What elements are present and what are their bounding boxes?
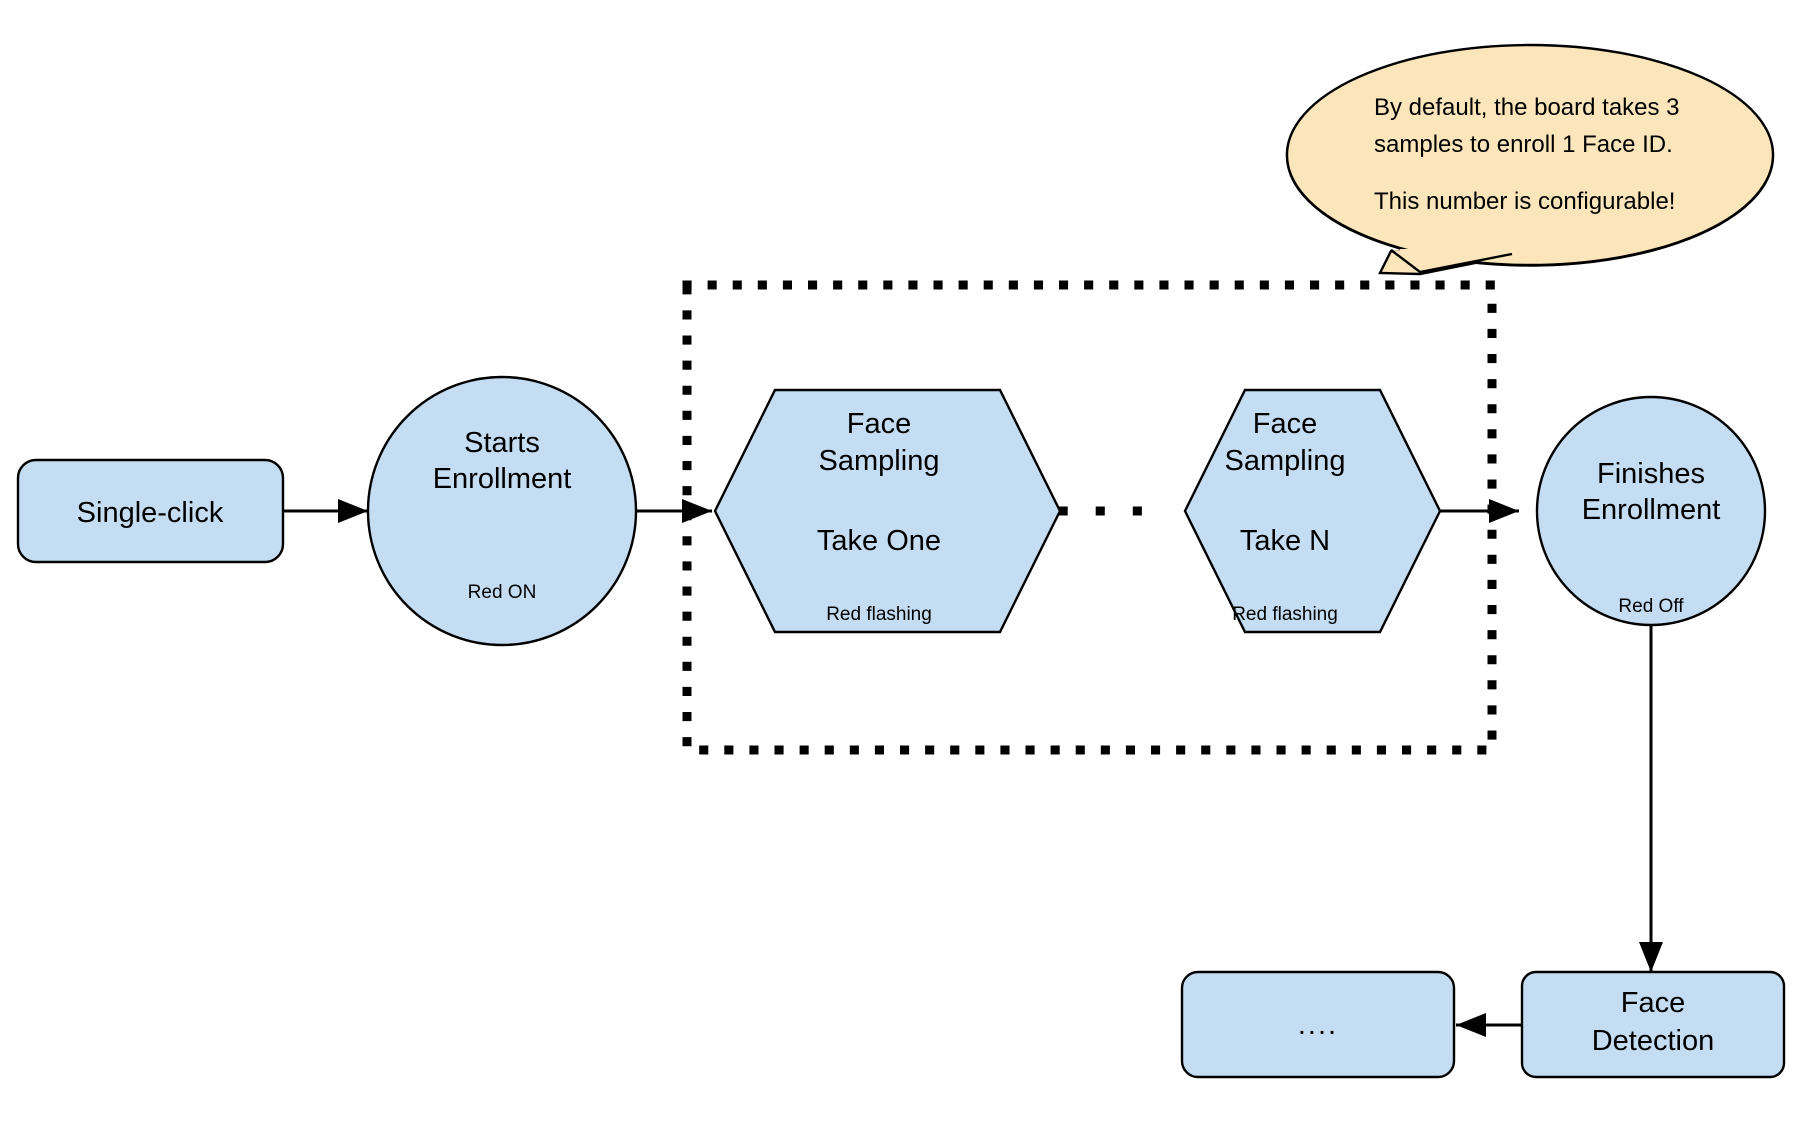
- node-finishes-enrollment-line2: Enrollment: [1582, 494, 1721, 526]
- node-face-sampling-n[interactable]: [1183, 388, 1442, 634]
- node-face-sampling-n-line2: Sampling: [1225, 445, 1346, 477]
- node-face-sampling-one-line1: Face: [847, 408, 911, 440]
- node-finishes-enrollment-status: Red Off: [1618, 596, 1684, 617]
- node-starts-enrollment-line1: Starts: [464, 427, 540, 459]
- node-face-sampling-n-take: Take N: [1240, 525, 1330, 557]
- node-starts-enrollment-line2: Enrollment: [433, 463, 572, 495]
- callout-line-3: This number is configurable!: [1374, 188, 1675, 215]
- node-face-sampling-one-line2: Sampling: [819, 445, 940, 477]
- node-face-detection-line1: Face: [1621, 987, 1685, 1019]
- node-starts-enrollment[interactable]: [366, 375, 638, 647]
- node-ellipsis-label: ....: [1298, 1009, 1338, 1041]
- node-face-sampling-one-take: Take One: [817, 525, 941, 557]
- node-single-click[interactable]: [16, 458, 285, 564]
- node-ellipsis[interactable]: [1180, 970, 1456, 1079]
- node-finishes-enrollment[interactable]: [1535, 395, 1767, 627]
- node-starts-enrollment-status: Red ON: [468, 582, 537, 603]
- node-face-detection-line2: Detection: [1592, 1025, 1715, 1057]
- node-single-click-label: Single-click: [77, 497, 224, 529]
- node-face-sampling-one-status: Red flashing: [826, 604, 932, 625]
- callout-line-2: samples to enroll 1 Face ID.: [1374, 131, 1673, 158]
- node-finishes-enrollment-line1: Finishes: [1597, 458, 1705, 490]
- node-face-detection[interactable]: [1520, 970, 1786, 1079]
- node-face-sampling-n-status: Red flashing: [1232, 604, 1338, 625]
- node-face-sampling-one[interactable]: [713, 388, 1062, 634]
- node-face-sampling-n-line1: Face: [1253, 408, 1317, 440]
- callout-line-1: By default, the board takes 3: [1374, 94, 1680, 121]
- callout-bubble: [1285, 43, 1775, 276]
